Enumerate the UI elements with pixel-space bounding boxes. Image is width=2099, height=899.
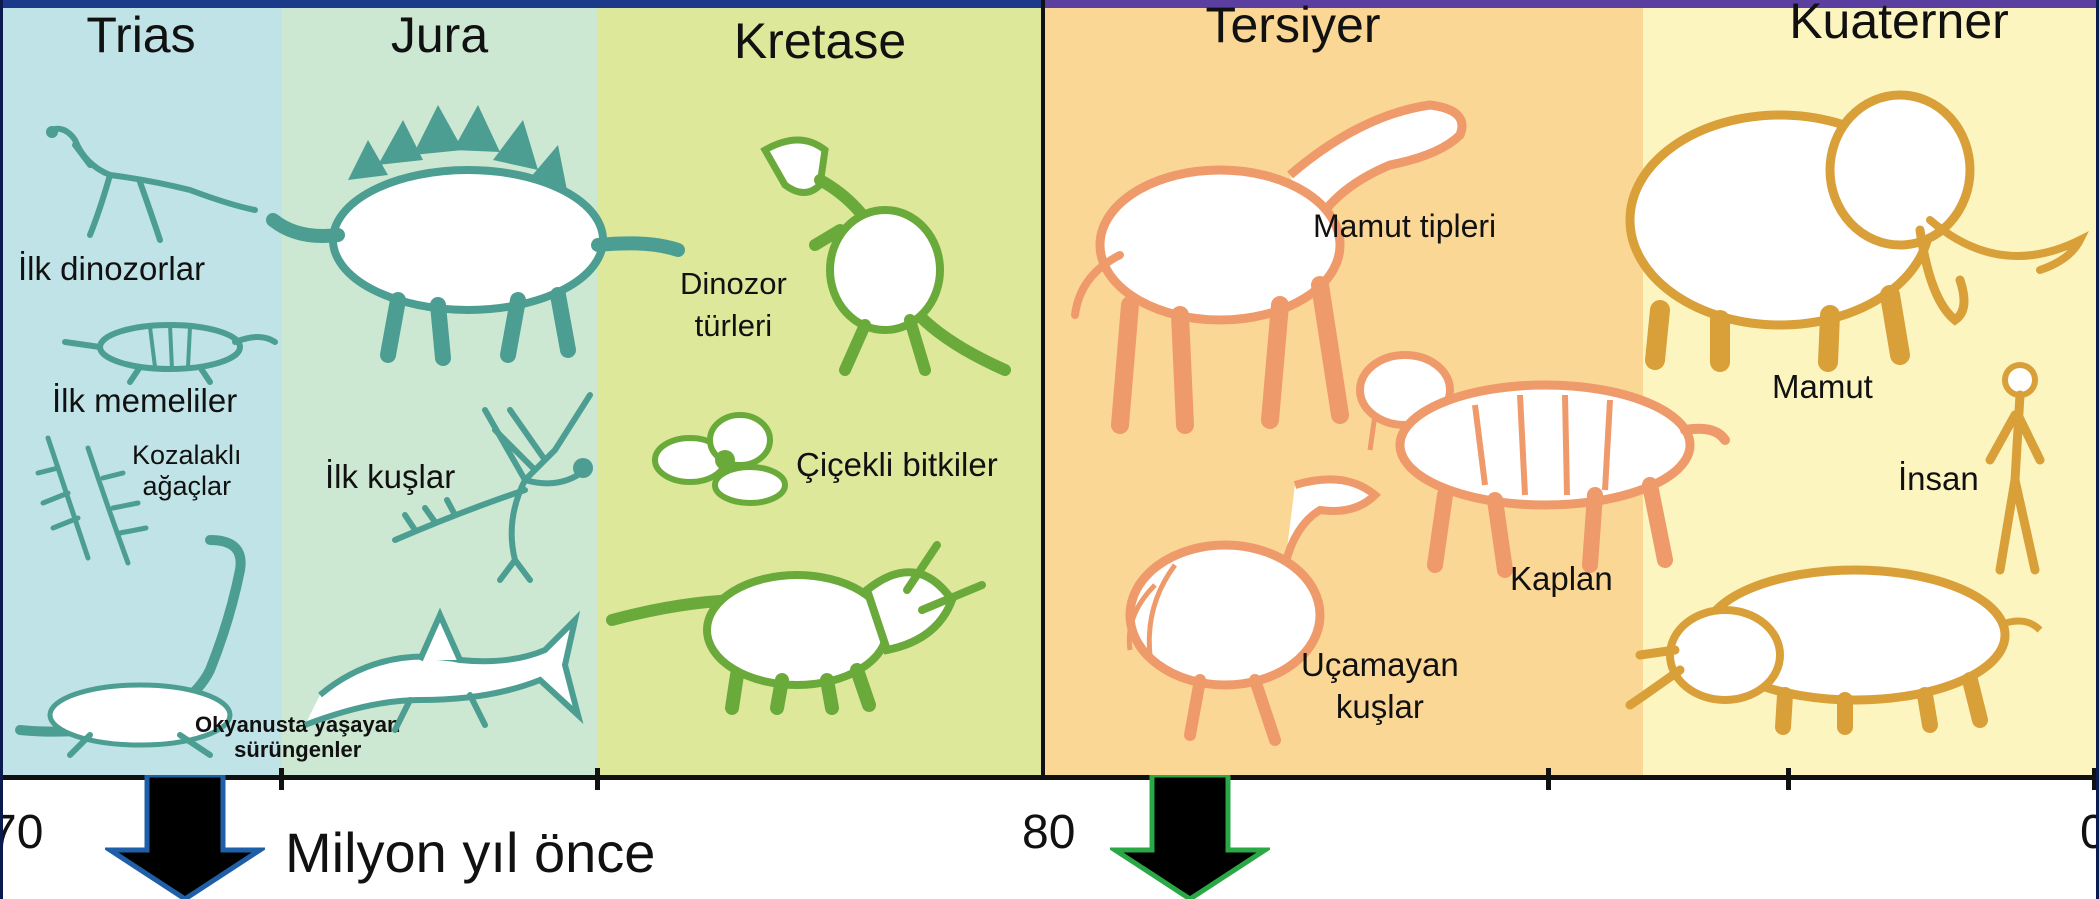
stegosaurus-illustration — [268, 100, 688, 360]
period-title-trias: Trias — [0, 6, 282, 64]
triceratops-illustration — [607, 540, 987, 710]
label-conifers-line2: ağaçlar — [132, 471, 242, 502]
axis-number-middle: 80 — [1022, 805, 1075, 860]
label-flowering-plants: Çiçekli bitkiler — [796, 446, 998, 484]
label-human: İnsan — [1898, 460, 1979, 498]
label-marine-reptiles-line2: sürüngenler — [195, 737, 400, 762]
down-arrow-right-icon — [1110, 775, 1270, 899]
archaeopteryx-illustration — [385, 390, 615, 590]
label-mammoth: Mamut — [1772, 368, 1873, 406]
axis-tick — [595, 768, 600, 790]
label-conifers: Kozalaklı ağaçlar — [132, 440, 242, 502]
t-rex-illustration — [745, 130, 1025, 380]
label-flightless-birds-line1: Uçamayan — [1301, 646, 1459, 684]
label-flightless-birds-line2: kuşlar — [1301, 688, 1459, 726]
early-dinosaur-illustration — [30, 120, 260, 250]
period-title-kretase: Kretase — [597, 12, 1043, 70]
mammoth-illustration — [1600, 80, 2090, 365]
period-title-kuaterner: Kuaterner — [1671, 0, 2099, 50]
label-first-dinosaurs: İlk dinozorlar — [18, 250, 205, 288]
down-arrow-left-icon — [105, 775, 265, 899]
axis-unit-label: Milyon yıl önce — [285, 820, 655, 885]
axis-tick — [279, 768, 284, 790]
period-title-tersiyer: Tersiyer — [993, 0, 1593, 54]
axis-tick — [2092, 768, 2097, 790]
axis-tick — [1546, 768, 1551, 790]
early-mammal-illustration — [60, 312, 280, 382]
axis-number-left: 70 — [0, 805, 43, 860]
period-title-jura: Jura — [282, 6, 597, 64]
flowering-plant-illustration — [650, 400, 800, 510]
axis-number-right: 0 — [2080, 805, 2099, 860]
label-mammoth-types: Mamut tipleri — [1313, 208, 1496, 245]
sabertooth-tiger-illustration — [1345, 345, 1730, 575]
human-illustration — [1970, 360, 2060, 580]
label-flightless-birds: Uçamayan kuşlar — [1301, 646, 1459, 726]
axis-tick — [1786, 768, 1791, 790]
label-tiger: Kaplan — [1510, 560, 1613, 598]
ichthyosaur-illustration — [300, 605, 580, 735]
label-first-mammals: İlk memeliler — [52, 382, 237, 420]
woolly-rhino-illustration — [1625, 555, 2045, 730]
axis-divider-80 — [1041, 0, 1045, 780]
label-conifers-line1: Kozalaklı — [132, 440, 242, 471]
time-axis-line — [0, 775, 2099, 780]
